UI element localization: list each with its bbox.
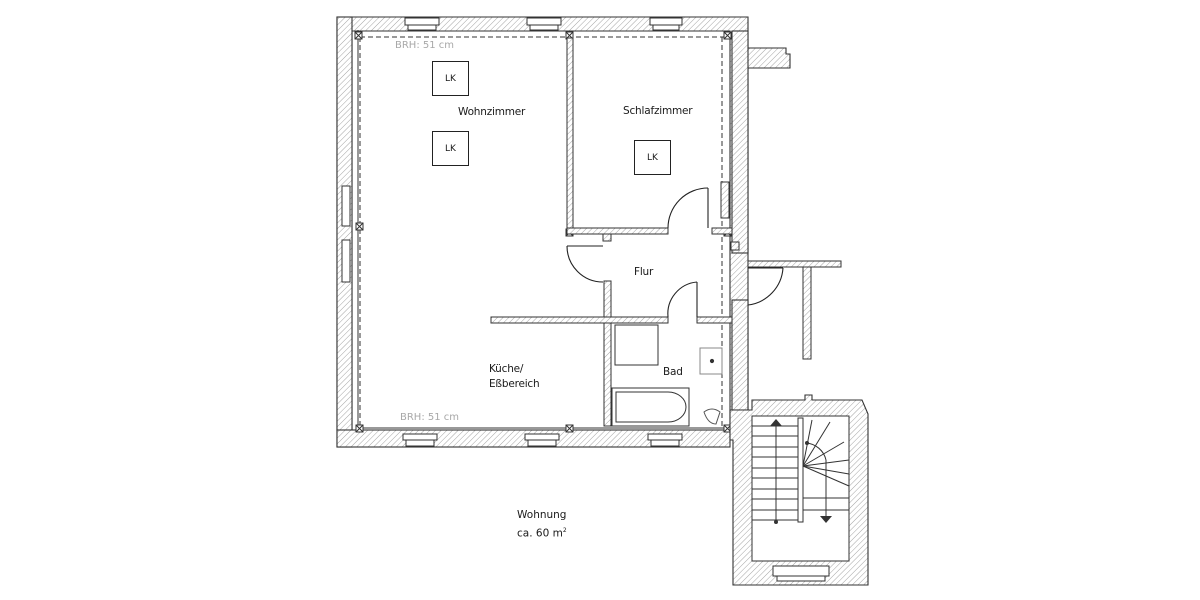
area-unit-superscript: 2 xyxy=(562,527,567,534)
windows-left xyxy=(341,185,351,283)
east-wall xyxy=(731,30,749,254)
lk-fixture-2: LK xyxy=(432,131,469,166)
room-label-flur: Flur xyxy=(634,266,654,278)
windows-top xyxy=(404,17,683,31)
room-label-schlafzimmer: Schlafzimmer xyxy=(623,105,693,117)
lk-fixture-3: LK xyxy=(634,140,671,175)
stairwell xyxy=(729,394,869,586)
landing-walls xyxy=(747,260,842,360)
brh-bottom-label: BRH: 51 cm xyxy=(400,412,460,423)
windows-bottom xyxy=(402,433,683,447)
bathroom-fixtures xyxy=(611,324,723,427)
apartment-title: Wohnung xyxy=(517,509,567,521)
area-value: ca. 60 m xyxy=(517,527,563,540)
apartment-area: ca. 60 m2 xyxy=(517,523,567,542)
room-label-bad: Bad xyxy=(663,366,683,378)
room-label-essbereich: Eßbereich xyxy=(489,378,540,390)
room-label-kueche: Küche/ xyxy=(489,363,524,375)
room-label-wohnzimmer: Wohnzimmer xyxy=(458,106,526,118)
interior-walls xyxy=(490,37,740,427)
apartment-summary: Wohnung ca. 60 m2 xyxy=(517,507,567,542)
brh-top-label: BRH: 51 cm xyxy=(395,40,455,51)
doors xyxy=(566,187,784,318)
lk-fixture-1: LK xyxy=(432,61,469,96)
east-wall-lower xyxy=(731,299,749,411)
